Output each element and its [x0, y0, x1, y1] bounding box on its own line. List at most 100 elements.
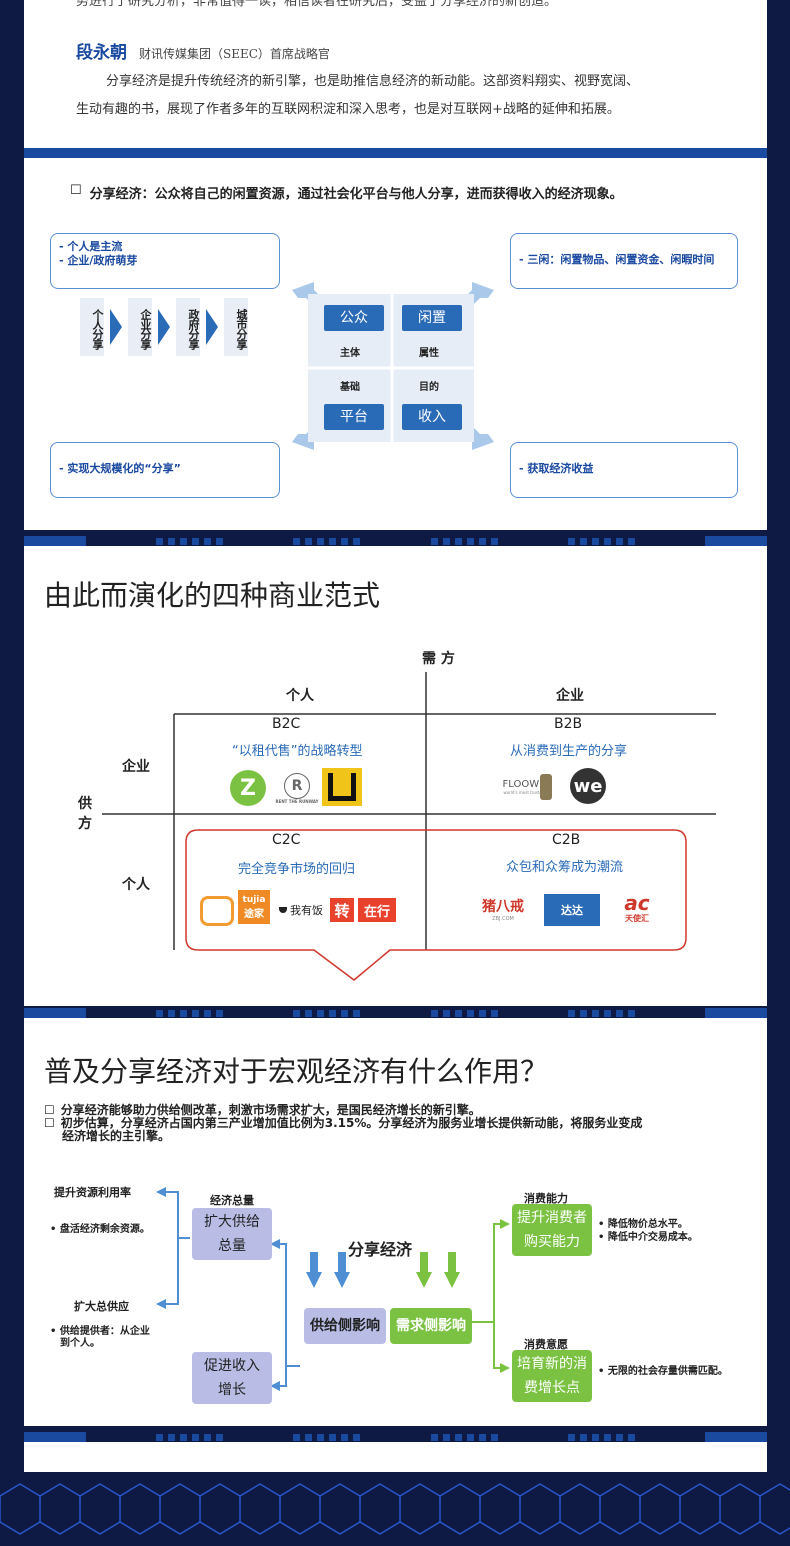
quadrant-arrows	[292, 282, 494, 450]
consumer-power-box: 提升消费者 购买能力	[512, 1204, 592, 1256]
row-personal-header: 个人	[122, 877, 150, 893]
quad-attribute-label: 属性	[419, 348, 439, 359]
section-3-title: 普及分享经济对于宏观经济有什么作用？	[44, 1055, 549, 1088]
raise-consumer-text: 提升消费者	[517, 1210, 587, 1226]
raise-util-label: 提升资源利用率	[54, 1186, 131, 1199]
stripe-divider	[24, 536, 767, 546]
step-government: 政府分享	[176, 298, 200, 356]
c2c-code: C2C	[272, 832, 301, 848]
matrix-lines	[102, 672, 716, 981]
ac-subtext: 天使汇	[625, 913, 649, 923]
author-title: 财讯传媒集团（SEEC）首席战略官	[139, 47, 330, 61]
macro-economy-panel: 普及分享经济对于宏观经济有什么作用？ ☐分享经济能够助力供给侧改革，刺激市场需求…	[24, 1018, 767, 1426]
dada-logo-icon: 达达	[544, 894, 600, 926]
partial-line: 势进行了研究分析，非常值得一读，相信读者在研究后，受益于分享经济的新创造。	[76, 0, 558, 9]
hexagon-pattern	[0, 1483, 790, 1535]
bullet-icon: ☐	[44, 1103, 55, 1117]
demand-label: 需 方	[422, 651, 455, 667]
consumer-notes: • 降低物价总水平。 • 降低中介交易成本。	[598, 1219, 698, 1243]
step-arrow-icon	[110, 309, 122, 345]
step-enterprise: 企业分享	[128, 298, 152, 356]
demand-note: • 无限的社会存量供需匹配。	[598, 1366, 728, 1377]
floowe-text: FLOOWE	[502, 779, 546, 790]
row-enterprise-header: 企业	[122, 759, 150, 775]
c2b-desc: 众包和众筹成为潮流	[506, 860, 624, 875]
box-tl-line-2: - 企业/政府萌芽	[59, 254, 138, 267]
zaihang-logo-icon: 在行	[358, 898, 396, 922]
bullet-icon: ☐	[70, 183, 82, 198]
col-enterprise-header: 企业	[556, 688, 584, 704]
quad-base-label: 基础	[340, 382, 360, 393]
step-city: 城市分享	[224, 298, 248, 356]
section-divider	[24, 148, 767, 158]
wo-you-fan-text: 我有饭	[290, 904, 323, 917]
dada-text: 达达	[561, 904, 583, 917]
definition-panel: ☐ 分享经济：公众将自己的闲置资源，通过社会化平台与他人分享，进而获得收入的经济…	[24, 158, 767, 530]
zhuanzhuan-logo-icon: 转	[330, 898, 354, 922]
bottom-white-strip	[24, 1442, 767, 1472]
consume-will-label: 消费意愿	[524, 1338, 568, 1351]
expand-total-note: • 供给提供者：从企业 到个人。	[50, 1326, 150, 1349]
step-arrow-icon	[206, 309, 218, 345]
income-text: 促进收入	[204, 1358, 260, 1374]
quad-platform-button: 平台	[324, 404, 384, 430]
demand-side-box: 需求侧影响	[390, 1308, 472, 1344]
floowe-badge-icon	[540, 774, 552, 800]
zuber-logo-icon: Z	[230, 770, 266, 806]
growth-text: 增长	[218, 1382, 246, 1398]
note-cost: 降低中介交易成本。	[607, 1232, 698, 1243]
angelcrunch-logo-icon: ac 天使汇	[616, 890, 658, 926]
b2c-desc: “以租代售”的战略转型	[232, 744, 363, 759]
box-bottom-right: - 获取经济收益	[510, 442, 738, 498]
point-2-cont: 经济增长的主引擎。	[62, 1129, 171, 1143]
supply-side-box: 供给侧影响	[304, 1308, 386, 1344]
tujia-logo-icon: tujia 途家	[238, 890, 270, 924]
expand-total-label: 扩大总供应	[74, 1300, 129, 1313]
zbj-text: 猪八戒	[482, 899, 524, 915]
note-price: 降低物价总水平。	[607, 1219, 688, 1230]
wo-you-fan-logo-icon: 我有饭	[274, 898, 328, 922]
note-demand: 无限的社会存量供需匹配。	[607, 1366, 728, 1377]
stripe-divider	[24, 1432, 767, 1442]
rent-runway-logo-icon: R RENT THE RUNWAY	[275, 768, 319, 808]
c2b-code: C2B	[552, 832, 581, 848]
flow-connectors	[156, 1187, 510, 1391]
income-growth-box: 促进收入 增长	[192, 1352, 272, 1404]
raise-util-note-text: 盘活经济剩余资源。	[59, 1224, 150, 1235]
growth-point-text: 费增长点	[524, 1380, 580, 1396]
consume-ability-label: 消费能力	[524, 1192, 568, 1205]
rent-runway-text: RENT THE RUNWAY	[275, 798, 319, 804]
b2c-code: B2C	[272, 716, 301, 732]
quad-public-button: 公众	[324, 305, 384, 331]
endorsement-para-1: 分享经济是提升传统经济的新引擎，也是助推信息经济的新动能。这部资料翔实、视野宽阔…	[106, 74, 640, 89]
ac-text: ac	[624, 890, 650, 915]
we-logo-icon: we	[570, 768, 606, 804]
b2b-code: B2B	[554, 716, 583, 732]
zbj-logo-icon: 猪八戒 ZBJ.COM	[476, 894, 530, 924]
sharing-economy-center: 分享经济	[348, 1240, 413, 1259]
c2c-desc: 完全竞争市场的回归	[238, 862, 356, 877]
floowe-subtext: world's most trusted	[503, 790, 545, 795]
total-text: 总量	[218, 1238, 246, 1254]
quad-goal-label: 目的	[419, 382, 439, 393]
author-name: 段永朝	[76, 43, 127, 63]
step-personal: 个人分享	[80, 298, 104, 356]
expand-total-note-1: 供给提供者：从企业	[59, 1326, 150, 1337]
zbj-subtext: ZBJ.COM	[492, 916, 514, 922]
econ-total-label: 经济总量	[210, 1194, 254, 1207]
stripe-divider	[24, 1008, 767, 1018]
business-models-panel: 由此而演化的四种商业范式 需 方 个人 企业 供方 企业 个人 B2C “以租代…	[24, 546, 767, 1006]
box-top-left: - 个人是主流 - 企业/政府萌芽	[50, 233, 280, 289]
box-top-right: - 三闲：闲置物品、闲置资金、闲暇时间	[510, 233, 738, 289]
col-personal-header: 个人	[286, 688, 314, 704]
endorsement-panel: 势进行了研究分析，非常值得一读，相信读者在研究后，受益于分享经济的新创造。 段永…	[24, 0, 767, 148]
step-arrow-icon	[158, 309, 170, 345]
tujia-cn-text: 途家	[244, 908, 264, 920]
box-tl-line-1: - 个人是主流	[59, 240, 123, 253]
quad-subject-label: 主体	[340, 348, 360, 359]
lu-logo-icon	[322, 768, 362, 806]
tujia-text: tujia	[242, 894, 266, 905]
section-2-title: 由此而演化的四种商业范式	[44, 579, 381, 612]
raise-util-note: • 盘活经济剩余资源。	[50, 1224, 150, 1235]
box-bottom-left: - 实现大规模化的“分享”	[50, 442, 280, 498]
